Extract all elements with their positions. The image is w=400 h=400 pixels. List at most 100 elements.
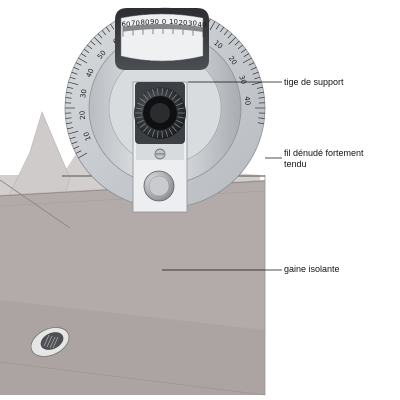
outer-ring-number: 50 [96,49,108,61]
clamp-button [143,170,175,202]
outer-tick [68,81,79,85]
knurl-line [139,98,146,103]
outer-tick [73,67,80,71]
outer-ring-number: 20 [227,55,239,67]
knurl-line [174,98,181,103]
outer-tick [66,92,73,94]
outer-tick [243,53,250,58]
outer-tick [73,145,80,149]
knurl-line [135,116,143,119]
dial-number: 30 [188,20,197,28]
outer-tick [240,48,247,53]
knurl-line [174,123,181,128]
knurl-line [168,91,173,98]
outer-tick [83,48,90,53]
outer-tick [110,23,115,30]
outer-tick [256,86,263,89]
dial-number: 70 [131,19,140,27]
knurl-line [171,94,177,100]
outer-tick [75,62,82,66]
knurl-line [143,94,149,100]
outer-tick [69,136,76,140]
small-screw [154,148,166,160]
outer-tick [87,44,93,50]
knurl-line [139,123,146,128]
outer-tick [220,26,225,33]
outer-tick [227,33,233,39]
sheath-lower-shade [0,300,265,395]
outer-tick [251,81,262,85]
outer-tick [71,71,78,75]
label-stripped-wire-line2: tendu [284,159,307,169]
knurl-line [171,126,177,132]
knurl-line [157,88,159,96]
outer-tick [215,23,220,30]
knurl-line [176,120,183,124]
outer-tick [90,40,96,46]
dial-number: 60 [122,20,131,28]
outer-tick [66,122,73,124]
knurl-line [151,130,155,137]
label-insulation-sheath: gaine isolante [284,264,340,274]
wire-guide [0,179,71,229]
outer-tick [257,122,264,124]
knurl-line [147,128,152,135]
outer-tick [65,117,72,119]
outer-ring-number: 40 [243,96,252,106]
outer-tick [69,76,76,80]
outer-tick [250,67,257,71]
outer-tick [237,44,243,50]
outer-tick [257,92,264,94]
knurl-line [165,130,169,137]
knurl-line [168,128,173,135]
support-carriage [132,81,188,213]
outer-tick [209,21,216,31]
knurl-line [147,91,152,98]
outer-tick [80,53,87,58]
outer-tick [252,71,259,75]
outer-ring-number: 40 [85,67,96,78]
outer-ring-number: 10 [82,131,93,142]
outer-tick [234,40,240,46]
label-stripped-wire: fil dénudé fortement tendu [284,148,364,170]
knurl-line [165,89,169,96]
knurl-line [161,130,163,138]
outer-ring-number: 30 [79,89,88,99]
outer-tick [78,57,88,64]
label-support-rod: tige de support [284,77,344,87]
knurl-line [177,107,185,110]
outer-tick [258,97,265,99]
knurl-line [161,88,163,96]
outer-tick [254,76,261,80]
knurl-line [177,116,185,119]
knurled-knob-icon [134,82,186,144]
outer-tick [75,150,82,154]
outer-tick [223,30,229,36]
knurl-line [176,102,183,106]
outer-tick [228,37,236,45]
dial-number: 90 [150,18,159,26]
outer-tick [105,26,110,33]
knurl-line [137,102,144,106]
outer-ring-number: 10 [212,39,224,51]
dial-number: 20 [179,19,188,27]
outer-tick [258,117,265,119]
outer-tick [97,33,103,39]
outer-tick [101,30,107,36]
knurl-line [157,130,159,138]
knurl-line [151,89,155,96]
outer-ring-number: 30 [237,74,248,85]
outer-tick [67,127,74,130]
dial-number: 10 [169,18,178,26]
outer-tick [242,57,252,64]
dial-number: 80 [141,19,150,27]
knurl-line [143,126,149,132]
screw-icon [30,327,70,357]
outer-ring-number: 20 [78,110,87,120]
outer-tick [94,37,102,45]
label-stripped-wire-line1: fil dénudé fortement [284,148,364,158]
outer-tick [65,97,72,99]
